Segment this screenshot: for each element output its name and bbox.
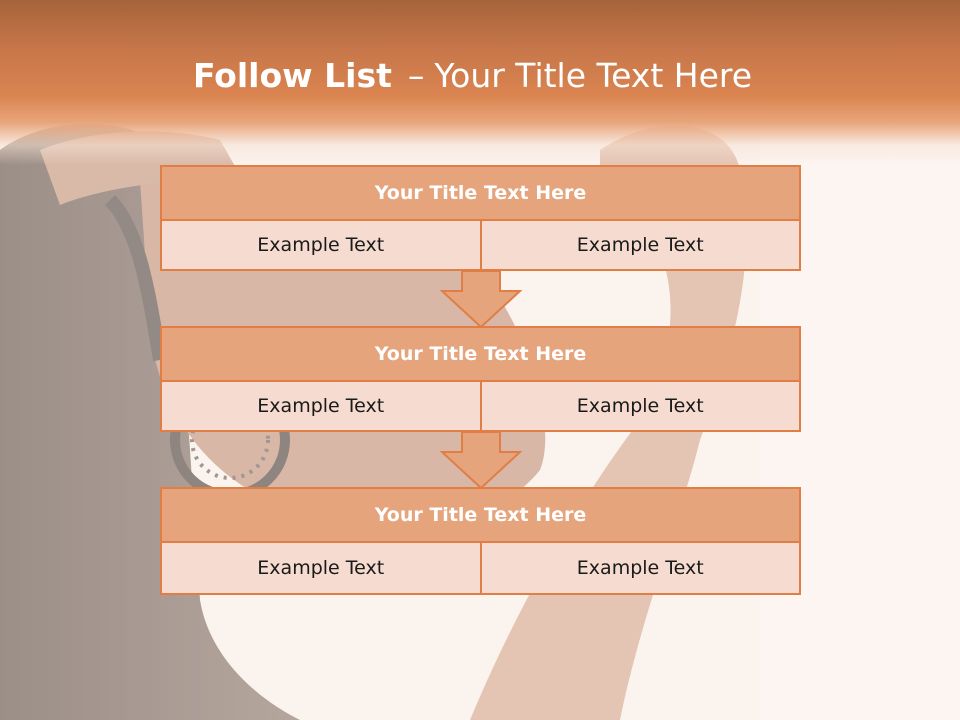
step-row: Example Text Example Text — [160, 382, 801, 432]
headphone-band — [104, 195, 167, 362]
step-cell-left: Example Text — [160, 382, 482, 432]
step-cell-left: Example Text — [160, 543, 482, 595]
hair-shape — [0, 123, 300, 720]
step-cell-left: Example Text — [160, 221, 482, 271]
down-arrow-icon — [440, 432, 522, 490]
step-title: Your Title Text Here — [160, 326, 801, 382]
step-title: Your Title Text Here — [160, 165, 801, 221]
title-rest: Your Title Text Here — [434, 56, 753, 95]
down-arrow-icon — [440, 271, 522, 329]
arm-shape — [470, 125, 747, 720]
title-separator: – — [407, 56, 425, 95]
headphone-ring-inner — [190, 400, 270, 480]
step-row: Example Text Example Text — [160, 543, 801, 595]
title-bold: Follow List — [192, 56, 392, 95]
step-block: Your Title Text Here Example Text Exampl… — [160, 326, 801, 432]
step-cell-right: Example Text — [481, 382, 801, 432]
slide-title: Follow List–Your Title Text Here — [0, 52, 945, 100]
step-row: Example Text Example Text — [160, 221, 801, 271]
step-block: Your Title Text Here Example Text Exampl… — [160, 165, 801, 271]
step-title: Your Title Text Here — [160, 487, 801, 543]
step-cell-right: Example Text — [481, 543, 801, 595]
step-block: Your Title Text Here Example Text Exampl… — [160, 487, 801, 595]
step-cell-right: Example Text — [481, 221, 801, 271]
header-band — [0, 0, 960, 165]
